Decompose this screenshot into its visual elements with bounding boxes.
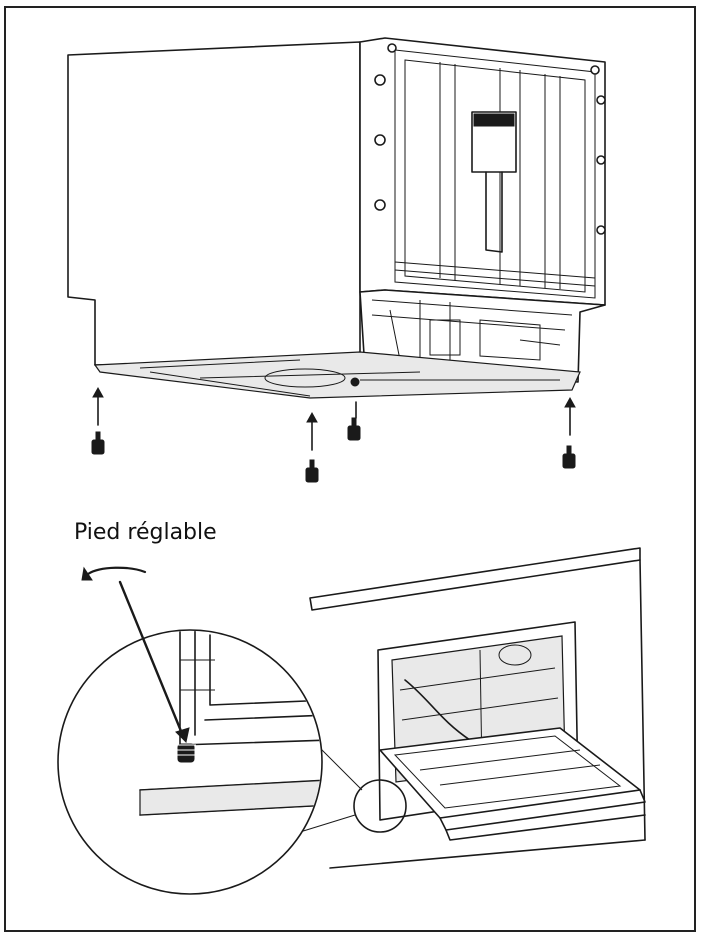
feet [91,417,576,483]
foot-install-arrows [92,386,576,451]
up-arrow-icon [306,411,318,451]
rotate-arrow-icon [81,566,147,581]
foot-icon [347,417,361,441]
side-panel [67,41,361,366]
zoom-target-circle [353,779,407,833]
base-plate [93,351,581,399]
pointer-arrow [118,580,190,744]
zoom-view [57,629,323,895]
dishwasher-body [67,37,606,399]
up-arrow-icon [92,386,104,426]
adjustable-foot [177,743,195,763]
adjustable-foot-label: Pied réglable [74,520,217,545]
foot-icon [562,445,576,469]
foot-icon [91,431,105,455]
countertop [309,547,641,611]
foot-icon [305,459,319,483]
installed-dishwasher [179,547,646,869]
up-arrow-icon [564,396,576,436]
